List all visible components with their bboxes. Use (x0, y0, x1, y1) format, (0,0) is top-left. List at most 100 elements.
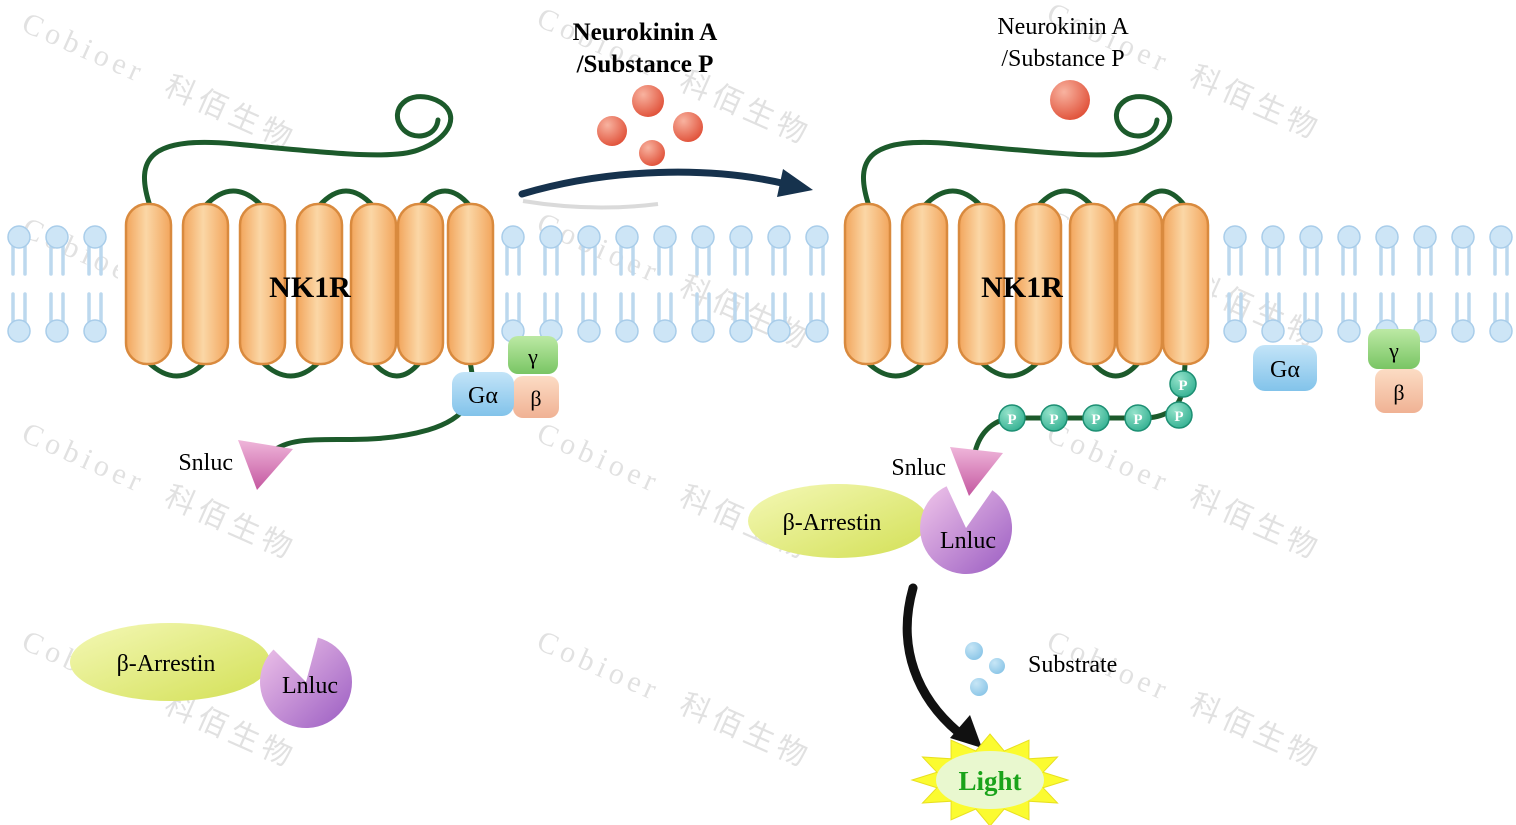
left-snluc-tag: Snluc (178, 440, 293, 490)
beta-subunit-label: β (530, 386, 541, 411)
extracellular-loop (316, 188, 376, 209)
phospho-label: P (1049, 412, 1058, 428)
reaction-arrow-shaft (902, 583, 963, 737)
gamma-subunit-label: γ (527, 344, 538, 369)
snluc-tag-icon (950, 447, 1003, 496)
reaction-arrow-head (950, 715, 982, 748)
left-g-protein: γ β Gα (452, 336, 559, 418)
receptor-helix (396, 202, 445, 366)
receptor-helix (295, 202, 344, 366)
watermark-text: Cobioer 科佰生物 (17, 416, 301, 567)
right-g-protein: Gα γ β (1253, 329, 1423, 413)
g-alpha-subunit-badge (1253, 345, 1317, 391)
beta-subunit-label: β (1393, 380, 1404, 405)
activation-arrow-shaft (518, 168, 790, 198)
watermark-text: Cobioer 科佰生物 (1042, 624, 1326, 775)
substrate-dots (965, 642, 1005, 696)
intracellular-loop (259, 359, 322, 379)
snluc-label: Snluc (178, 450, 233, 476)
watermark-text: Cobioer 科佰生物 (1042, 416, 1326, 567)
receptor-helix (843, 202, 892, 366)
phospho-label: P (1174, 409, 1183, 425)
ligand-particle-icon (597, 116, 627, 146)
ligand-cluster: Neurokinin A /Substance P (573, 19, 718, 166)
phospho-label: P (1178, 378, 1187, 394)
intracellular-loop (145, 359, 208, 379)
substrate-dot-icon (970, 678, 988, 696)
phospho-site: P (998, 404, 1026, 432)
phospho-site: P (1040, 404, 1068, 432)
snluc-label: Snluc (891, 455, 946, 481)
watermark-text: Cobioer 科佰生物 (17, 6, 301, 157)
extracellular-loop (417, 188, 473, 209)
beta-subunit-badge (1375, 369, 1423, 413)
ligand-name-line2: /Substance P (576, 51, 714, 78)
phospho-circle-icon (1169, 370, 1197, 398)
lnluc-label: Lnluc (282, 673, 338, 699)
beta-arrestin-label: β-Arrestin (117, 651, 216, 677)
substrate-label: Substrate (1028, 652, 1117, 678)
lnluc-label: Lnluc (940, 528, 996, 554)
g-alpha-subunit-label: Gα (1270, 357, 1300, 383)
inactive-arrestin-complex: β-Arrestin Lnluc (70, 623, 353, 729)
ligand-particle-icon (639, 140, 665, 166)
ligand-particle-icon (673, 112, 703, 142)
beta-arrestin-blob (748, 484, 928, 558)
phospho-site: P (1082, 404, 1110, 432)
lnluc-enzyme-icon (920, 486, 1013, 574)
phospho-circle-icon (998, 404, 1026, 432)
n-terminus-loop (141, 94, 454, 209)
receptor-helix (1115, 202, 1164, 366)
receptor-name-label: NK1R (269, 271, 351, 304)
extracellular-loop (921, 188, 984, 209)
watermark-text: Cobioer 科佰生物 (532, 624, 816, 775)
beta-arrestin-label: β-Arrestin (783, 510, 882, 536)
receptor-helix (1014, 202, 1063, 366)
gamma-subunit-badge (1368, 329, 1420, 369)
beta-subunit-badge (513, 376, 559, 418)
ligand-name-line1: Neurokinin A (997, 14, 1129, 40)
phospho-site: P (1165, 401, 1193, 429)
intracellular-loop (978, 359, 1041, 379)
activation-arrow-head (777, 169, 813, 197)
ligand-name-line1: Neurokinin A (573, 19, 718, 46)
snluc-tag-icon (238, 440, 293, 490)
phospho-circle-icon (1124, 404, 1152, 432)
phospho-site: P (1124, 404, 1152, 432)
receptor-helix (124, 202, 173, 366)
extracellular-loop (202, 188, 265, 209)
luminescence-reaction: Substrate Light (902, 583, 1117, 825)
left-receptor-helices (124, 202, 495, 366)
phospho-label: P (1091, 412, 1100, 428)
receptor-helix (1161, 202, 1210, 366)
activation-arrow (518, 168, 813, 210)
intracellular-loop (370, 359, 423, 379)
ligand-particle-icon (1050, 80, 1090, 120)
beta-arrestin-blob (70, 623, 270, 701)
intracellular-loop (1089, 359, 1142, 379)
ligand-particle-icon (632, 85, 664, 117)
lnluc-enzyme-icon (260, 637, 353, 729)
light-label: Light (958, 766, 1021, 796)
phospho-label: P (1007, 412, 1016, 428)
right-ligand: Neurokinin A /Substance P (997, 14, 1129, 120)
phospho-circle-icon (1082, 404, 1110, 432)
intracellular-loop (864, 359, 927, 379)
active-complementation-complex: Snluc β-Arrestin Lnluc (748, 447, 1013, 574)
receptor-name-label: NK1R (981, 271, 1063, 304)
receptor-helix (349, 202, 398, 366)
n-terminus-loop (860, 94, 1173, 209)
extracellular-loop (1136, 188, 1188, 209)
receptor-helix (957, 202, 1006, 366)
gamma-subunit-badge (508, 336, 558, 374)
arrow-shadow (522, 199, 659, 210)
extracellular-loop (1035, 188, 1095, 209)
gamma-subunit-label: γ (1388, 338, 1399, 363)
receptor-helix (446, 202, 495, 366)
receptor-helix (181, 202, 230, 366)
right-receptor: NK1R (843, 94, 1210, 455)
light-burst-center (936, 751, 1044, 809)
receptor-helix (238, 202, 287, 366)
receptor-helix (900, 202, 949, 366)
